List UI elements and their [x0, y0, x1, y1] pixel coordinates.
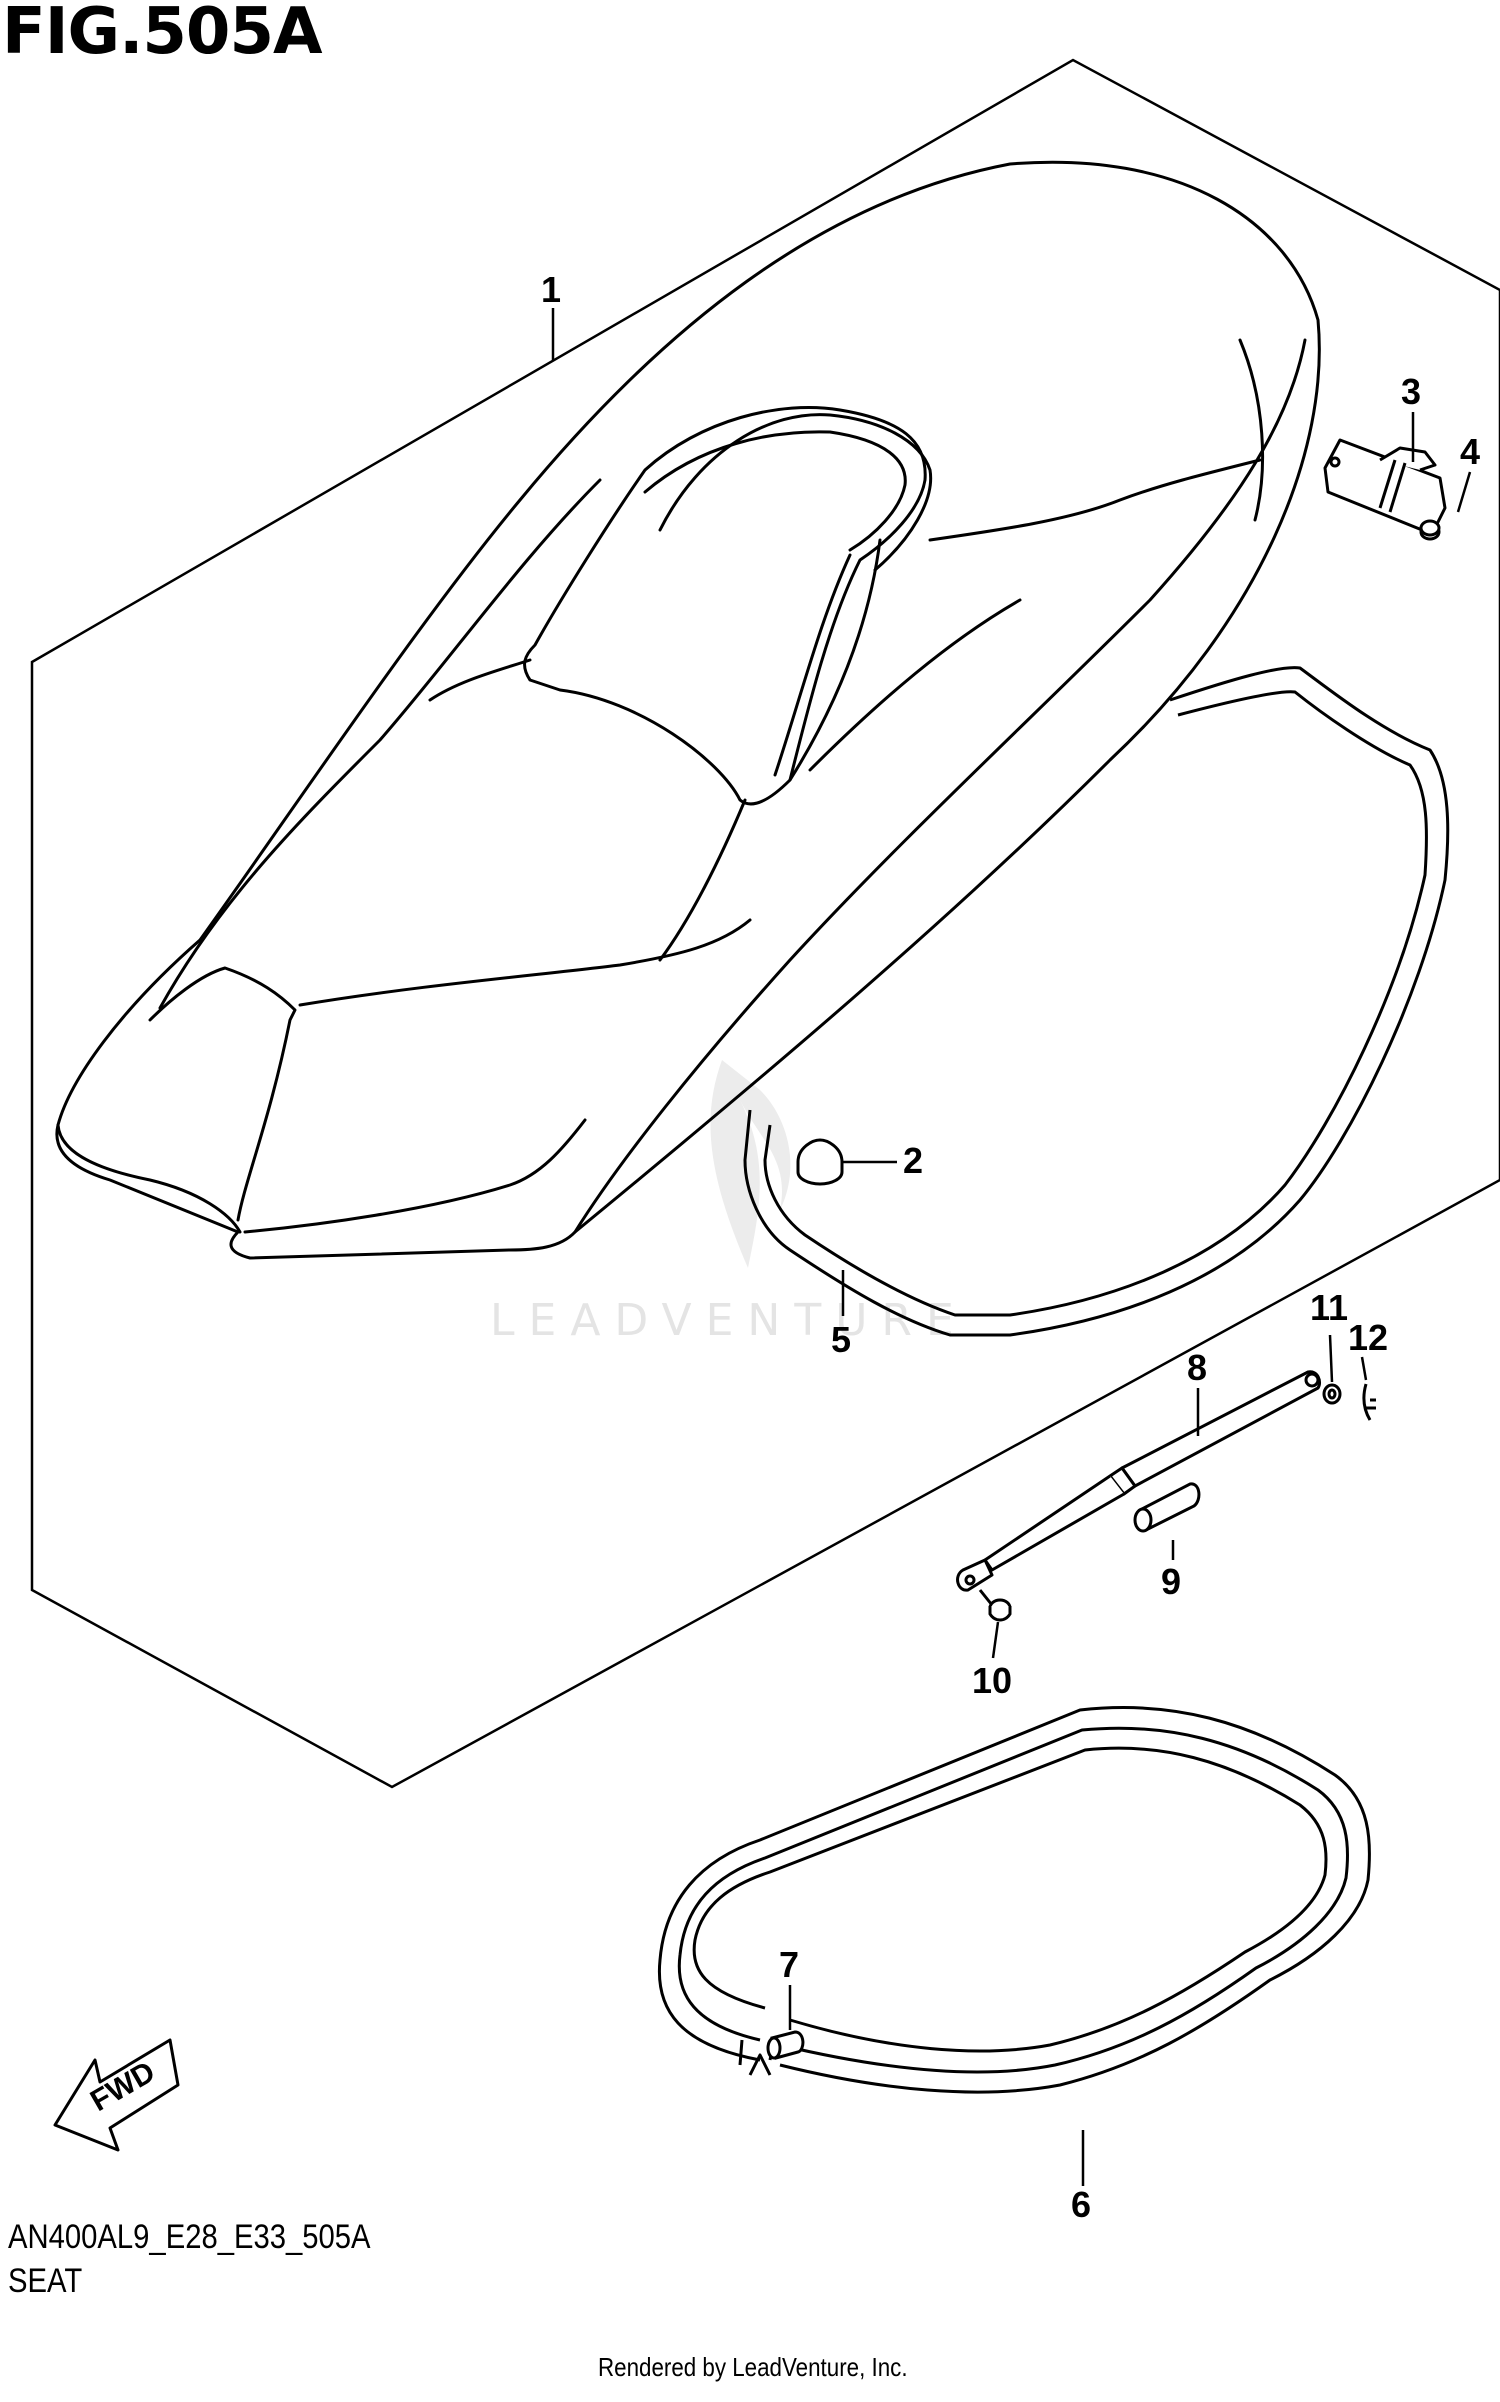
callout-10: 10: [972, 1660, 1012, 1701]
callout-12: 12: [1348, 1317, 1388, 1358]
callout-8: 8: [1187, 1347, 1207, 1388]
forward-direction-arrow-icon: FWD: [53, 2038, 180, 2152]
render-credit: Rendered by LeadVenture, Inc.: [598, 2352, 908, 2382]
watermark-logo-icon: [710, 1060, 791, 1268]
washer-part-11: [1322, 1383, 1342, 1405]
callout-6: 6: [1071, 2184, 1091, 2225]
sleeve-part-9: [1133, 1482, 1201, 1533]
callout-7: 7: [779, 1944, 799, 1985]
callout-3: 3: [1401, 371, 1421, 412]
figure-title: FIG.505A: [2, 0, 322, 69]
pin-part-12: [1362, 1383, 1376, 1421]
cushion-part-2: [796, 1138, 844, 1186]
callout-5: 5: [831, 1319, 851, 1360]
damper-part-8: [956, 1370, 1322, 1592]
callout-11: 11: [1310, 1287, 1348, 1328]
bolt-part-10: [978, 1589, 1012, 1622]
callout-1: 1: [541, 269, 561, 310]
leader-lines: [551, 308, 1472, 2186]
diagram-name: SEAT: [8, 2262, 83, 2300]
seat-part-1: [55, 160, 1321, 1260]
clip-part-7: [766, 2030, 805, 2060]
diagram-code: AN400AL9_E28_E33_505A: [8, 2218, 371, 2256]
callout-9: 9: [1161, 1561, 1181, 1602]
seal-trim-part-6: [657, 1706, 1371, 2094]
callout-4: 4: [1460, 431, 1480, 472]
bracket-part-3: [1323, 438, 1447, 536]
watermark-text: LEADVENTURE: [490, 1295, 968, 1346]
callout-2: 2: [903, 1140, 923, 1181]
assembly-boundary: [30, 58, 1500, 1789]
nut-part-4: [1419, 519, 1441, 541]
